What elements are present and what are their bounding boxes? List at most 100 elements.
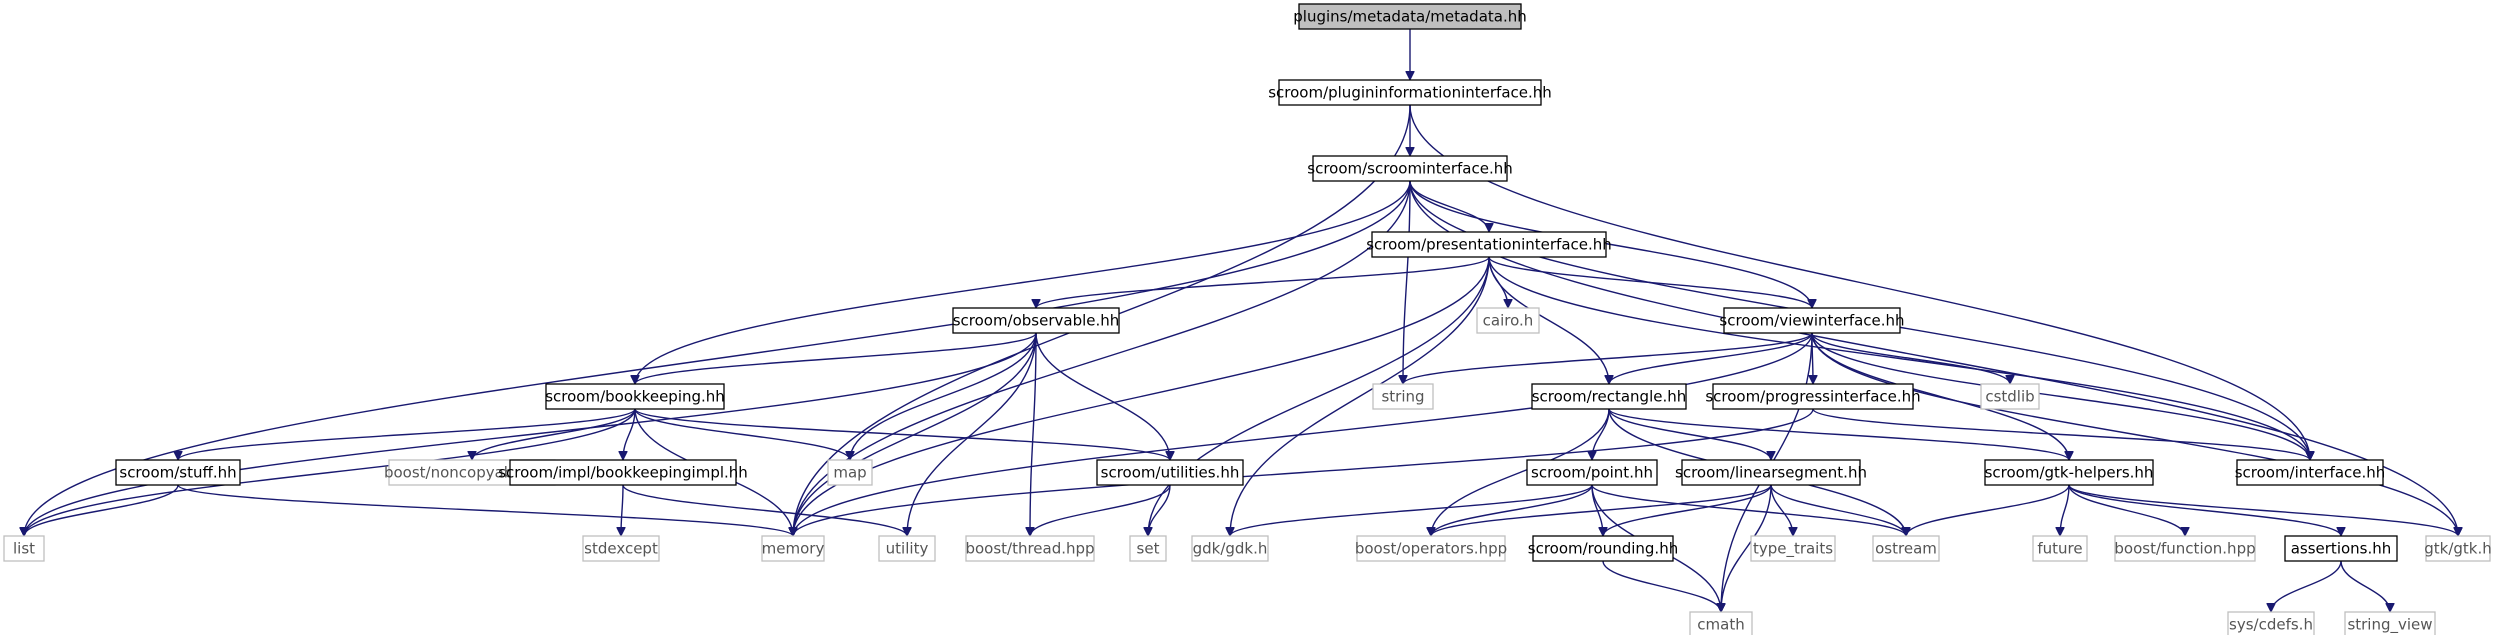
node-string_view-box <box>2344 611 2436 635</box>
node-thread_hpp-label: boost/thread.hpp <box>965 540 1094 558</box>
node-type_traits: type_traits <box>1750 535 1836 562</box>
node-assertions_hh-label: assertions.hh <box>2291 540 2392 558</box>
node-set-label: set <box>1137 540 1160 558</box>
node-function_hpp: boost/function.hpp <box>2114 535 2256 562</box>
node-plugininformationinterface_hh[interactable]: scroom/plugininformationinterface.hh <box>1268 79 1552 106</box>
node-thread_hpp: boost/thread.hpp <box>965 535 1095 562</box>
node-operators_hpp: boost/operators.hpp <box>1355 535 1507 562</box>
node-string_view-label: string_view <box>2347 616 2432 635</box>
node-ostream: ostream <box>1872 535 1940 562</box>
node-string_view: string_view <box>2344 611 2436 635</box>
node-gtk_helpers_hh[interactable]: scroom/gtk-helpers.hh <box>1984 459 2154 486</box>
node-cairo_h-label: cairo.h <box>1483 312 1534 330</box>
edge-progressinterface_hh-to-interface_hh <box>1812 408 2310 461</box>
node-viewinterface_hh-label: scroom/viewinterface.hh <box>1719 312 1904 330</box>
node-plugininformationinterface_hh-box <box>1278 79 1542 106</box>
edge-viewinterface_hh-to-gtk_h <box>1811 332 2458 536</box>
node-list-box <box>3 535 45 562</box>
node-assertions_hh-box <box>2284 535 2398 562</box>
edge-stuff_hh-to-list <box>24 484 179 537</box>
node-cstdlib-box <box>1980 383 2040 410</box>
node-interface_hh[interactable]: scroom/interface.hh <box>2235 459 2386 486</box>
edge-viewinterface_hh-to-interface_hh <box>1811 332 2310 461</box>
edge-scroominterface_hh-to-bookkeeping_hh <box>635 180 1411 384</box>
node-linearsegment_hh[interactable]: scroom/linearsegment.hh <box>1675 459 1867 486</box>
node-stuff_hh[interactable]: scroom/stuff.hh <box>115 459 241 486</box>
edge-bookkeepingimpl_hh-to-stdexcept <box>621 484 623 536</box>
edge-linearsegment_hh-to-type_traits <box>1770 484 1793 537</box>
node-interface_hh-label: scroom/interface.hh <box>2235 464 2386 482</box>
edge-scroominterface_hh-to-presentationinterface_hh <box>1409 180 1489 233</box>
node-presentationinterface_hh[interactable]: scroom/presentationinterface.hh <box>1366 231 1612 258</box>
node-viewinterface_hh[interactable]: scroom/viewinterface.hh <box>1719 307 1905 334</box>
node-progressinterface_hh[interactable]: scroom/progressinterface.hh <box>1705 383 1921 410</box>
node-linearsegment_hh-box <box>1681 459 1861 486</box>
edge-observable_hh-to-list <box>24 332 1037 536</box>
edge-viewinterface_hh-to-memory <box>793 332 1813 536</box>
edges-layer <box>24 29 2458 613</box>
node-thread_hpp-box <box>965 535 1095 562</box>
edge-scroominterface_hh-to-viewinterface_hh <box>1409 180 1812 309</box>
node-function_hpp-box <box>2114 535 2256 562</box>
edge-presentationinterface_hh-to-observable_hh <box>1036 256 1490 309</box>
edge-gtk_helpers_hh-to-function_hpp <box>2068 484 2185 537</box>
node-scroominterface_hh[interactable]: scroom/scroominterface.hh <box>1307 155 1513 182</box>
node-utilities_hh[interactable]: scroom/utilities.hh <box>1096 459 1244 486</box>
edge-bookkeeping_hh-to-utilities_hh <box>634 408 1170 461</box>
edge-viewinterface_hh-to-rectangle_hh <box>1609 332 1813 385</box>
node-bookkeeping_hh-box <box>545 383 725 410</box>
edge-bookkeepingimpl_hh-to-utility <box>622 484 907 537</box>
node-list: list <box>3 535 45 562</box>
node-bookkeepingimpl_hh-box <box>509 459 737 486</box>
node-assertions_hh[interactable]: assertions.hh <box>2284 535 2398 562</box>
node-gdk_h: gdk/gdk.h <box>1191 535 1269 562</box>
node-utilities_hh-box <box>1096 459 1244 486</box>
edge-point_hh-to-gdk_h <box>1230 484 1593 537</box>
node-utility: utility <box>878 535 936 562</box>
node-rounding_hh-label: scroom/rounding.hh <box>1528 540 1678 558</box>
edge-gtk_helpers_hh-to-assertions_hh <box>2068 484 2341 537</box>
edge-linearsegment_hh-to-cmath <box>1721 484 1772 612</box>
edge-assertions_hh-to-string_view <box>2340 560 2390 613</box>
node-metadata_hh-label: plugins/metadata/metadata.hh <box>1293 8 1527 26</box>
node-future-label: future <box>2037 540 2082 558</box>
node-rectangle_hh-box <box>1531 383 1687 410</box>
node-gtk_helpers_hh-box <box>1984 459 2154 486</box>
node-ostream-box <box>1872 535 1940 562</box>
node-plugininformationinterface_hh-label: scroom/plugininformationinterface.hh <box>1268 84 1552 102</box>
node-rounding_hh[interactable]: scroom/rounding.hh <box>1528 535 1678 562</box>
node-future: future <box>2032 535 2088 562</box>
node-progressinterface_hh-label: scroom/progressinterface.hh <box>1705 388 1920 406</box>
node-utilities_hh-label: scroom/utilities.hh <box>1101 464 1240 482</box>
node-map-box <box>827 459 873 486</box>
edge-bookkeeping_hh-to-stuff_hh <box>178 408 636 461</box>
edge-rounding_hh-to-cmath <box>1602 560 1721 613</box>
edge-scroominterface_hh-to-list <box>24 180 1411 536</box>
node-ostream-label: ostream <box>1875 540 1937 558</box>
edge-observable_hh-to-utilities_hh <box>1035 332 1170 460</box>
node-map: map <box>827 459 873 486</box>
node-gdk_h-box <box>1191 535 1269 562</box>
node-metadata_hh[interactable]: plugins/metadata/metadata.hh <box>1293 3 1527 30</box>
node-cdefs_h: sys/cdefs.h <box>2227 611 2315 635</box>
node-cairo_h-box <box>1476 307 1540 334</box>
node-rectangle_hh[interactable]: scroom/rectangle.hh <box>1531 383 1687 410</box>
node-progressinterface_hh-box <box>1712 383 1914 410</box>
node-observable_hh[interactable]: scroom/observable.hh <box>952 307 1120 334</box>
edge-gtk_helpers_hh-to-gtk_h <box>2068 484 2458 537</box>
node-observable_hh-box <box>952 307 1120 334</box>
nodes-layer: plugins/metadata/metadata.hh scroom/plugi… <box>3 3 2492 635</box>
node-bookkeepingimpl_hh[interactable]: scroom/impl/bookkeepingimpl.hh <box>498 459 748 486</box>
node-linearsegment_hh-label: scroom/linearsegment.hh <box>1675 464 1867 482</box>
node-presentationinterface_hh-box <box>1371 231 1607 258</box>
node-bookkeeping_hh[interactable]: scroom/bookkeeping.hh <box>545 383 725 410</box>
node-point_hh[interactable]: scroom/point.hh <box>1526 459 1658 486</box>
node-memory: memory <box>761 535 825 562</box>
edge-bookkeeping_hh-to-list <box>24 408 636 537</box>
edge-rectangle_hh-to-linearsegment_hh <box>1608 408 1771 461</box>
edge-scroominterface_hh-to-string <box>1403 180 1411 384</box>
edge-point_hh-to-operators_hpp <box>1431 484 1593 537</box>
node-interface_hh-box <box>2236 459 2384 486</box>
node-utility-label: utility <box>886 540 929 558</box>
edge-presentationinterface_hh-to-gdk_h <box>1230 256 1490 536</box>
